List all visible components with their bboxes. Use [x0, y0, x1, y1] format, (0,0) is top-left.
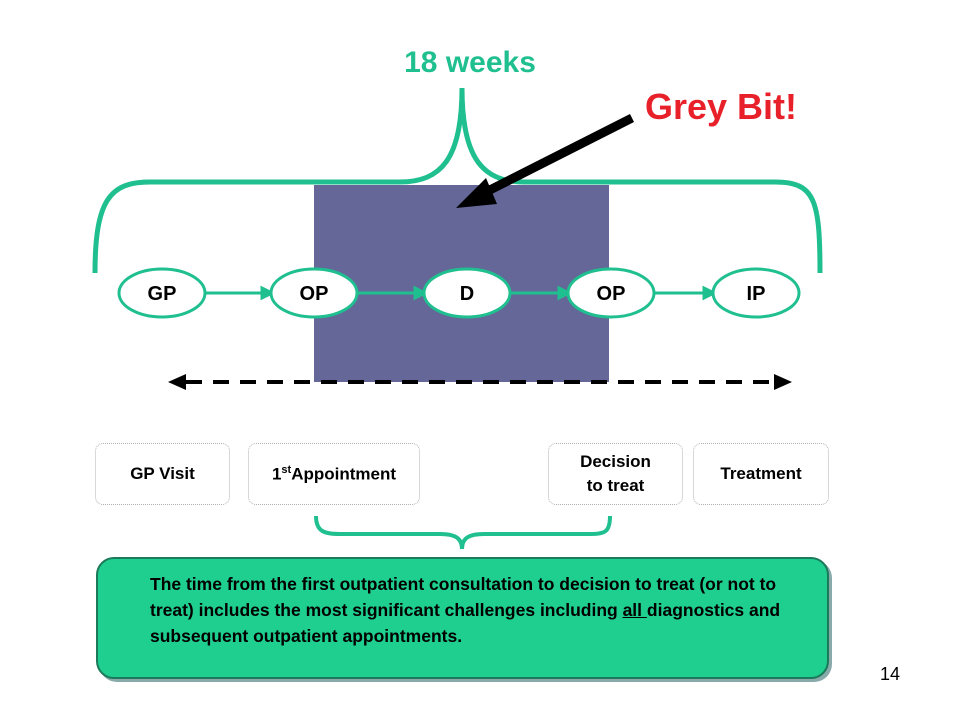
connector-d-op-head: [557, 285, 573, 301]
info-text-part1: The time from the first outpatient consu…: [150, 574, 777, 620]
stage-gp-visit-label: GP Visit: [130, 464, 195, 483]
timeline-arrow-right-head: [774, 374, 792, 390]
node-d: [422, 267, 512, 319]
eighteen-weeks-brace: [92, 87, 823, 274]
stage-first-appointment-text: Appointment: [291, 464, 397, 484]
callout-arrow-head: [456, 178, 497, 208]
eighteen-weeks-heading: 18 weeks: [404, 46, 536, 79]
info-text: The time from the first outpatient consu…: [150, 571, 810, 649]
stage-decision-to-treat: Decision to treat: [548, 443, 683, 505]
timeline-arrow-left-head: [168, 374, 186, 390]
connector-gp-op-head: [260, 285, 276, 301]
stage-gp-visit: GP Visit: [95, 443, 230, 505]
node-ip-label: IP: [747, 283, 766, 305]
node-op-first-label: OP: [300, 283, 329, 305]
stage-first-appointment-ordinal: st: [281, 463, 292, 476]
grey-bit-callout: Grey Bit!: [645, 86, 798, 127]
stage-first-appointment-number: 1: [271, 464, 282, 484]
node-gp: [117, 267, 207, 319]
callout-arrow-shaft: [475, 113, 635, 201]
node-op-first: [269, 267, 359, 319]
stage-first-appointment-label: 1stAppointment: [272, 464, 396, 485]
grey-bit-brace: [314, 515, 612, 550]
info-box: The time from the first outpatient consu…: [96, 557, 829, 679]
connector-op-ip-head: [702, 285, 718, 301]
stage-treatment-label: Treatment: [720, 464, 802, 483]
node-ip: [711, 267, 801, 319]
node-d-label: D: [460, 283, 474, 305]
stage-decision-line2: to treat: [586, 476, 645, 495]
node-op-second-label: OP: [597, 283, 626, 305]
connector-op-d-head: [413, 285, 429, 301]
info-text-underlined: all: [622, 600, 647, 620]
stage-treatment: Treatment: [693, 443, 829, 505]
info-text-part2: diagnostics and subsequent outpatient ap…: [150, 600, 781, 646]
stage-first-appointment: 1stAppointment: [248, 443, 420, 505]
node-op-second: [566, 267, 656, 319]
page-number: 14: [880, 664, 901, 684]
stage-decision-line1: Decision: [580, 452, 651, 471]
node-gp-label: GP: [148, 283, 177, 305]
